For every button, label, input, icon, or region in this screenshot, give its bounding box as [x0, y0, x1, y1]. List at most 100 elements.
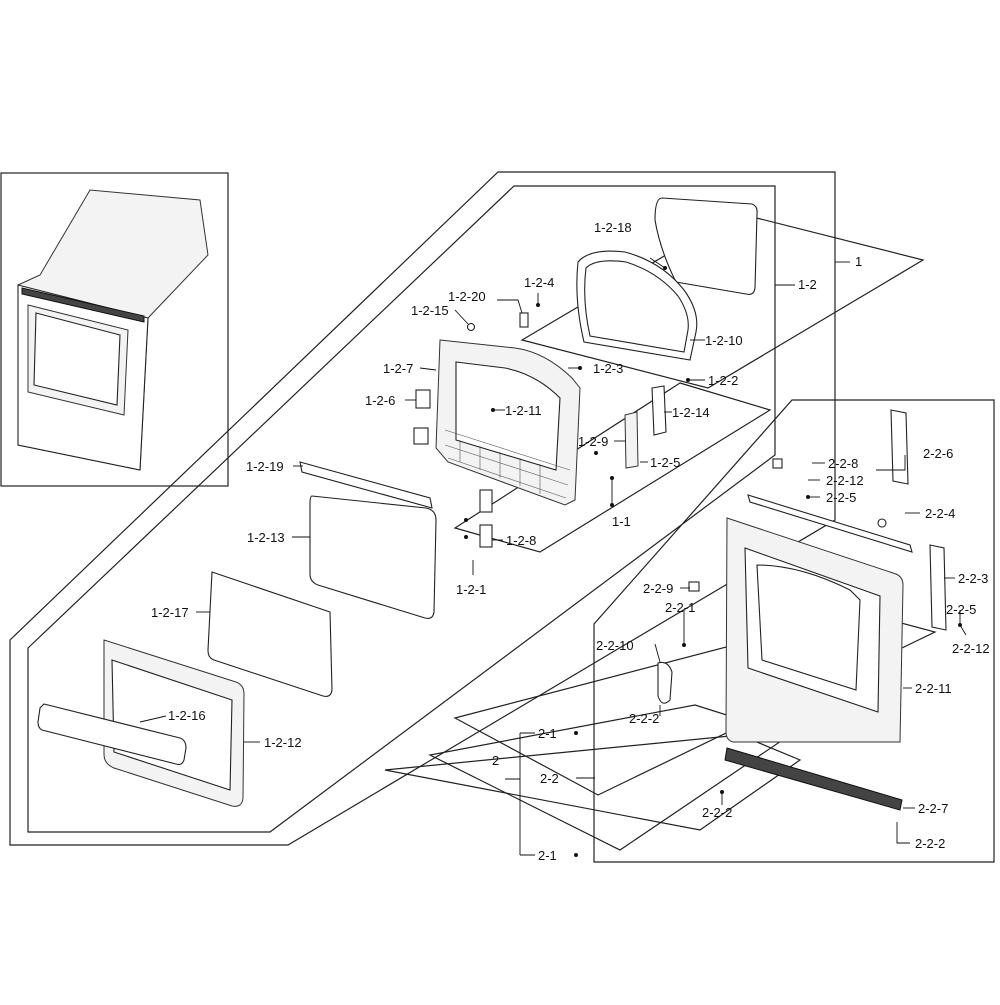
- label-2-2-2-latch: 2-2-2: [629, 711, 659, 726]
- part-1-2-8-hinge-lower: [479, 524, 493, 548]
- leader-2-2-2c: [896, 822, 910, 844]
- part-1-2-6-hinge-upper: [415, 389, 431, 409]
- dot: [806, 495, 810, 499]
- label-1-2-4: 1-2-4: [524, 275, 554, 290]
- label-2-2: 2-2: [540, 771, 559, 786]
- part-1-2-6-hinge-lower: [413, 427, 429, 445]
- label-1-2-17: 1-2-17: [151, 605, 189, 620]
- part-1-2-9-bracket: [624, 411, 639, 469]
- leader-1-2-15: [454, 309, 469, 325]
- dot: [958, 623, 962, 627]
- leader-1-2-18: [649, 257, 666, 269]
- label-2-2-11: 2-2-11: [915, 681, 952, 696]
- part-2-2-9-switch: [688, 581, 700, 592]
- label-2-2-6: 2-2-6: [923, 446, 953, 461]
- label-1-2-6: 1-2-6: [365, 393, 395, 408]
- leader-2-2-10: [654, 643, 661, 663]
- label-2-2-9: 2-2-9: [643, 581, 673, 596]
- door-parts: [37, 197, 758, 807]
- label-1-2-12: 1-2-12: [264, 735, 302, 750]
- front-panel-parts: [657, 409, 947, 811]
- leader-group-2: [505, 732, 535, 856]
- dot: [464, 518, 468, 522]
- leader-1-2-7: [419, 367, 437, 371]
- label-1-2-13: 1-2-13: [247, 530, 285, 545]
- part-1-2-7-opening: [455, 361, 561, 471]
- label-2-2-12-right: 2-2-12: [952, 641, 990, 656]
- group-2-2-frame: [593, 399, 995, 863]
- label-2-2-8: 2-2-8: [828, 456, 858, 471]
- label-2-2-7: 2-2-7: [918, 801, 948, 816]
- part-1-2-8-hinge-upper: [479, 489, 493, 513]
- label-1-2-8: 1-2-8: [506, 533, 536, 548]
- label-2-1-lower: 2-1: [538, 848, 557, 863]
- dot: [720, 790, 724, 794]
- label-1-2-7: 1-2-7: [383, 361, 413, 376]
- group-1-outer-frame: [9, 171, 836, 846]
- dot: [574, 853, 578, 857]
- label-1-2-11: 1-2-11: [505, 403, 542, 418]
- label-2-2-4: 2-2-4: [925, 506, 955, 521]
- leader-dots: [464, 266, 962, 857]
- label-1-2-18: 1-2-18: [594, 220, 632, 235]
- label-1-2-19: 1-2-19: [246, 459, 284, 474]
- dot: [610, 476, 614, 480]
- dot: [594, 451, 598, 455]
- part-2-2-6-bracket: [890, 409, 909, 485]
- label-1-2-16: 1-2-16: [168, 708, 206, 723]
- part-2-2-7-bottom-trim: [724, 747, 903, 811]
- label-2-2-2-corner: 2-2-2: [915, 836, 945, 851]
- group-1-2-frame: [27, 185, 776, 833]
- dot: [578, 366, 582, 370]
- label-1: 1: [855, 254, 862, 269]
- appliance-window-glass: [33, 312, 121, 406]
- part-2-2-11-opening-inner: [756, 564, 861, 691]
- part-1-2-20-latch: [519, 312, 529, 328]
- part-1-2-17-glass: [207, 571, 333, 697]
- label-1-2-1: 1-2-1: [456, 582, 486, 597]
- label-2: 2: [492, 753, 499, 768]
- part-2-2-3-bracket: [929, 544, 947, 631]
- label-2-2-5-upper: 2-2-5: [826, 490, 856, 505]
- dot: [464, 535, 468, 539]
- leader-1-2-16: [139, 715, 167, 723]
- label-plane-2: [384, 734, 802, 831]
- label-2-2-1: 2-2-1: [665, 600, 695, 615]
- dot: [536, 303, 540, 307]
- part-2-2-10-latch: [657, 661, 673, 704]
- label-1-2-2: 1-2-2: [708, 373, 738, 388]
- label-1-2-5: 1-2-5: [650, 455, 680, 470]
- part-2-2-4-top-rail: [747, 494, 913, 553]
- dot: [491, 408, 495, 412]
- callout-labels: 1 1-1 1-2 1-2-1 1-2-2 1-2-3 1-2-4 1-2-5 …: [151, 220, 990, 863]
- overview-frame: [0, 172, 229, 487]
- part-1-2-16-handle: [37, 703, 187, 766]
- part-1-2-7-ribs: [444, 429, 571, 499]
- label-2-1-upper: 2-1: [538, 726, 557, 741]
- label-1-2-15: 1-2-15: [411, 303, 449, 318]
- part-1-2-10-gasket-inner: [584, 260, 689, 353]
- part-1-2-18-glass: [654, 197, 758, 295]
- label-2-2-10: 2-2-10: [596, 638, 634, 653]
- label-2-2-3: 2-2-3: [958, 571, 988, 586]
- part-1-2-19-trim: [299, 461, 433, 509]
- part-1-2-14-bracket: [651, 385, 667, 436]
- label-1-2-9: 1-2-9: [578, 434, 608, 449]
- label-1-2-10: 1-2-10: [705, 333, 743, 348]
- dot: [682, 643, 686, 647]
- label-1-2-20: 1-2-20: [448, 289, 486, 304]
- overview-inset: [0, 172, 229, 487]
- appliance-top-trim: [21, 287, 145, 323]
- dot: [610, 503, 614, 507]
- dot: [574, 731, 578, 735]
- label-1-2-14: 1-2-14: [672, 405, 710, 420]
- part-1-2-13-panel: [309, 495, 437, 619]
- part-2-2-5-screw: [877, 518, 887, 528]
- label-2-2-2-bottom: 2-2-2: [702, 805, 732, 820]
- part-2-2-8-clip: [772, 458, 783, 469]
- label-1-2-3: 1-2-3: [593, 361, 623, 376]
- leader-1-2-20: [497, 299, 523, 314]
- label-2-2-12-upper: 2-2-12: [826, 473, 864, 488]
